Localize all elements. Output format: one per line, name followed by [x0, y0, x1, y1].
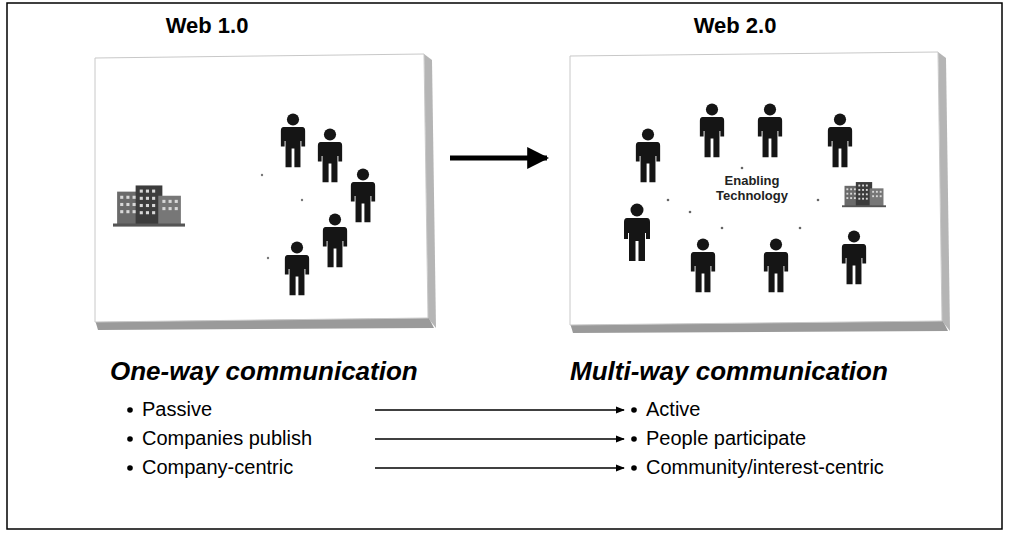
bullet-text: People participate [646, 427, 806, 450]
bullet-text: Passive [142, 398, 212, 421]
platform [570, 52, 942, 325]
dots [667, 167, 820, 230]
panel-heading: Web 2.0 [694, 13, 777, 39]
panel-caption: One-way communication [110, 356, 418, 387]
bullet-text: Companies publish [142, 427, 312, 450]
bullet-arrows [375, 410, 624, 468]
platform [95, 54, 428, 322]
inner-label: Enabling Technology [712, 174, 792, 204]
panel: Web 1.0One-way communication [90, 8, 440, 393]
building-icon [842, 182, 886, 207]
building-icon [113, 185, 185, 226]
people-group [281, 113, 375, 295]
panel-heading: Web 1.0 [166, 13, 249, 39]
transition-arrow [450, 156, 547, 161]
panel-caption: Multi-way communication [570, 356, 888, 387]
people-group [624, 103, 866, 292]
bullet-text: Community/interest-centric [646, 456, 884, 479]
bullet-text: Active [646, 398, 700, 421]
dots [261, 174, 303, 259]
panel: Web 2.0Enabling TechnologyMulti-way comm… [562, 8, 952, 393]
frame [7, 3, 1002, 529]
bullet-text: Company-centric [142, 456, 293, 479]
